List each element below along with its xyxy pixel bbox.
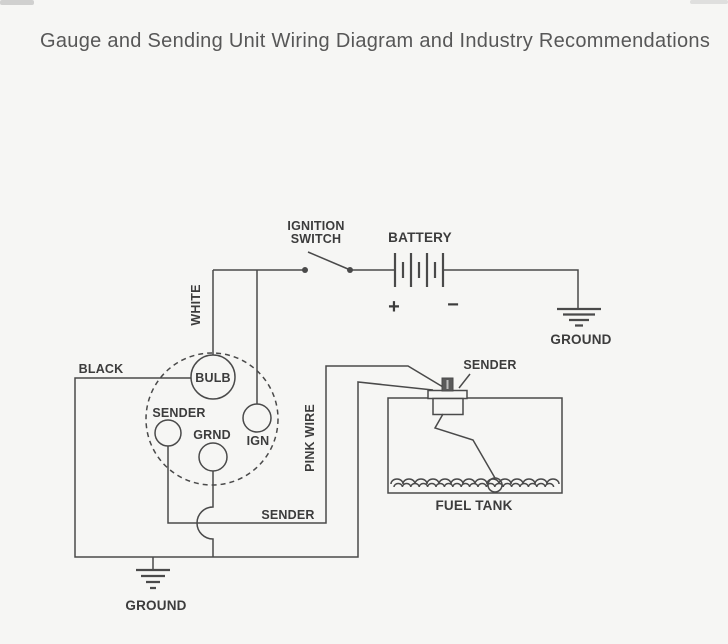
tank-outline bbox=[387, 397, 563, 494]
switch-contact-dot bbox=[302, 267, 308, 273]
ground-right-label: GROUND bbox=[550, 332, 611, 347]
ground-bars bbox=[557, 307, 601, 327]
sender-post-circle bbox=[154, 419, 182, 447]
white-wire-label: WHITE bbox=[189, 284, 203, 325]
gauge-ign-label: IGN bbox=[247, 434, 270, 448]
fuel-gauge: BULB SENDER GRND IGN bbox=[145, 352, 279, 486]
wire-battery-to-ground bbox=[444, 269, 579, 308]
sender-flange bbox=[427, 389, 468, 400]
ground-symbol-bottom: GROUND bbox=[125, 557, 186, 613]
battery-symbol: BATTERY + − bbox=[350, 230, 459, 318]
ignition-post-circle bbox=[242, 403, 272, 433]
ignition-switch-label-line1: IGNITION bbox=[287, 219, 344, 233]
sender-wire-line bbox=[167, 365, 444, 524]
battery-label: BATTERY bbox=[388, 230, 452, 245]
battery-long-plates bbox=[393, 253, 445, 287]
battery-positive-sign: + bbox=[388, 296, 400, 318]
bulb-terminal-circle bbox=[190, 354, 236, 400]
ground-bars bbox=[136, 568, 170, 590]
ignition-switch: IGNITION SWITCH bbox=[213, 219, 353, 273]
gauge-body-circle bbox=[145, 352, 279, 486]
tank-sender-label: SENDER bbox=[463, 358, 516, 372]
ignition-switch-label-line2: SWITCH bbox=[291, 232, 342, 246]
ground-bottom-label: GROUND bbox=[125, 598, 186, 613]
ground-post-circle bbox=[198, 442, 228, 472]
ground-symbol-right: GROUND bbox=[444, 269, 611, 347]
sender-wire-label: SENDER bbox=[261, 508, 314, 522]
gauge-sender-label: SENDER bbox=[152, 406, 205, 420]
switch-blade bbox=[307, 251, 349, 270]
sender-pink-wire: SENDER PINK WIRE bbox=[167, 365, 444, 524]
black-wire-line bbox=[74, 377, 434, 558]
scan-artifact bbox=[690, 0, 728, 4]
fuel-tank-label: FUEL TANK bbox=[435, 498, 512, 513]
bulb-label: BULB bbox=[195, 371, 231, 385]
gauge-grnd-label: GRND bbox=[193, 428, 231, 442]
page-title: Gauge and Sending Unit Wiring Diagram an… bbox=[40, 30, 711, 52]
scan-artifact bbox=[0, 0, 34, 5]
white-wire: WHITE bbox=[189, 270, 214, 355]
sender-body bbox=[432, 397, 464, 416]
fuel-tank: SENDER FUEL TANK bbox=[387, 358, 563, 513]
black-wire: BLACK bbox=[74, 362, 434, 558]
fuel-surface-wave-2 bbox=[393, 482, 555, 488]
sender-label-leader-line bbox=[458, 373, 471, 389]
black-wire-label: BLACK bbox=[79, 362, 124, 376]
pink-wire-label: PINK WIRE bbox=[303, 404, 317, 472]
battery-short-plates bbox=[401, 262, 437, 278]
battery-negative-sign: − bbox=[447, 294, 459, 316]
float-arm bbox=[433, 413, 496, 479]
